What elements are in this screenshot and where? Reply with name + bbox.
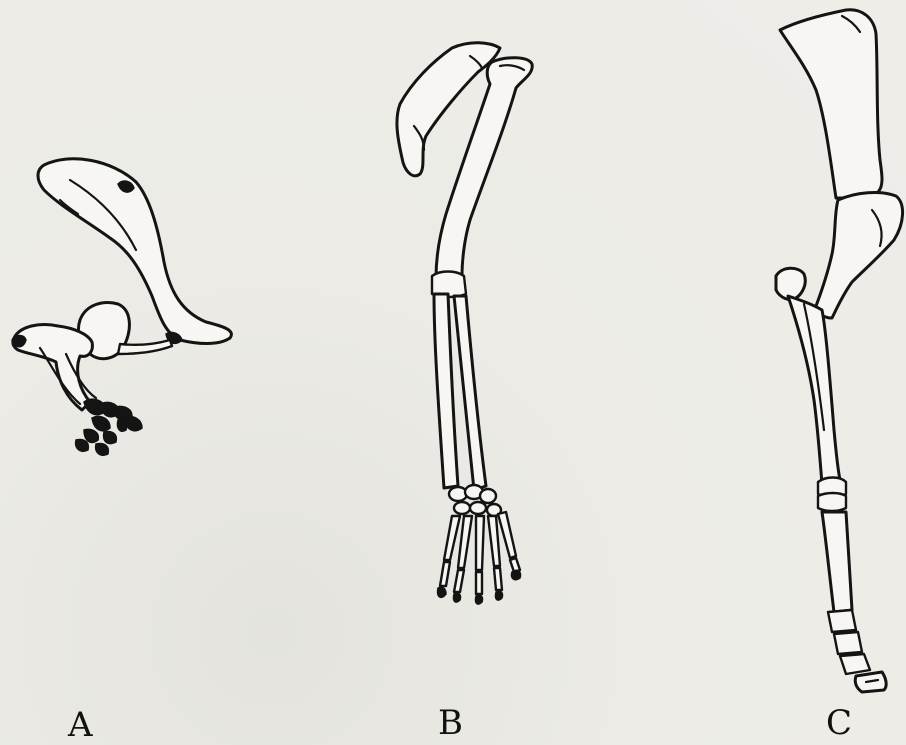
limb-b	[397, 43, 532, 604]
limb-a-hand	[76, 399, 142, 455]
limb-a-scapula	[38, 159, 231, 344]
limb-b-ulna	[434, 294, 458, 488]
limb-c-scapula	[780, 10, 882, 198]
limb-c-phalanges	[828, 610, 886, 692]
limb-b-digits	[438, 512, 521, 604]
label-a: A	[68, 708, 93, 742]
limb-c-humerus	[816, 193, 903, 318]
limb-c-radius-ulna	[788, 296, 840, 484]
limb-c	[776, 10, 903, 692]
limb-c-olecranon	[776, 268, 805, 299]
label-b: B	[438, 706, 463, 740]
limb-a	[12, 159, 231, 456]
limb-b-carpals	[449, 485, 501, 516]
label-c: C	[826, 706, 852, 740]
limb-c-cannon-bone	[822, 512, 852, 612]
limb-c-carpals	[818, 478, 846, 512]
limb-b-radius	[454, 296, 486, 490]
